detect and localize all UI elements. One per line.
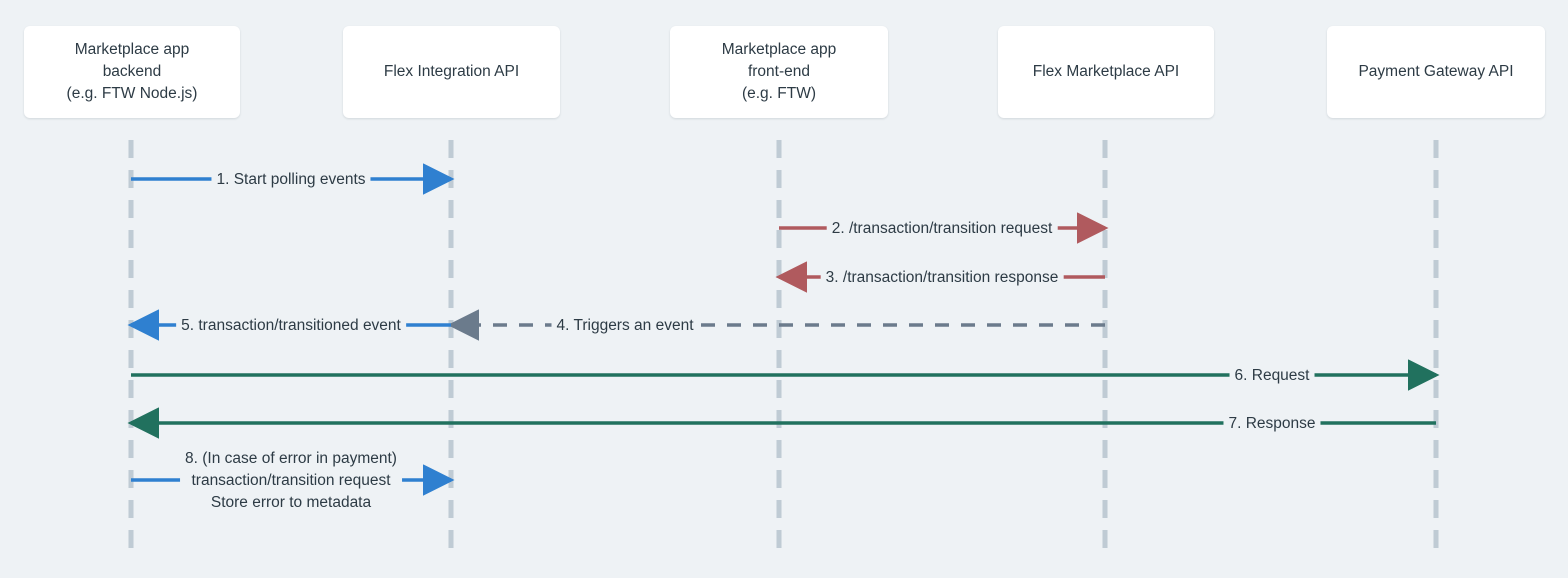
participant-label: Flex Marketplace API [1032, 63, 1180, 80]
message-label-5: 5. transaction/transitioned event [176, 315, 406, 337]
message-label-1: 1. Start polling events [211, 169, 371, 191]
participant-box-flex-integration-api[interactable]: Flex Integration API [343, 26, 560, 118]
message-label-7: 7. Response [1223, 413, 1321, 435]
participant-box-payment-gateway-api[interactable]: Payment Gateway API [1327, 26, 1545, 118]
message-label-4: 4. Triggers an event [551, 315, 699, 337]
participant-label: Flex Integration API [383, 63, 520, 80]
participant-label: Marketplace app backend (e.g. FTW Node.j… [66, 41, 198, 102]
participant-label: Payment Gateway API [1358, 63, 1514, 80]
message-label-8: 8. (In case of error in payment) transac… [180, 448, 402, 514]
participant-box-flex-marketplace-api[interactable]: Flex Marketplace API [998, 26, 1214, 118]
participant-label: Marketplace app front-end (e.g. FTW) [721, 41, 837, 102]
message-label-3: 3. /transaction/transition response [820, 267, 1064, 289]
message-label-6: 6. Request [1229, 365, 1315, 387]
message-label-2: 2. /transaction/transition request [826, 218, 1058, 240]
participant-box-frontend[interactable]: Marketplace app front-end (e.g. FTW) [670, 26, 888, 118]
participant-box-backend[interactable]: Marketplace app backend (e.g. FTW Node.j… [24, 26, 240, 118]
